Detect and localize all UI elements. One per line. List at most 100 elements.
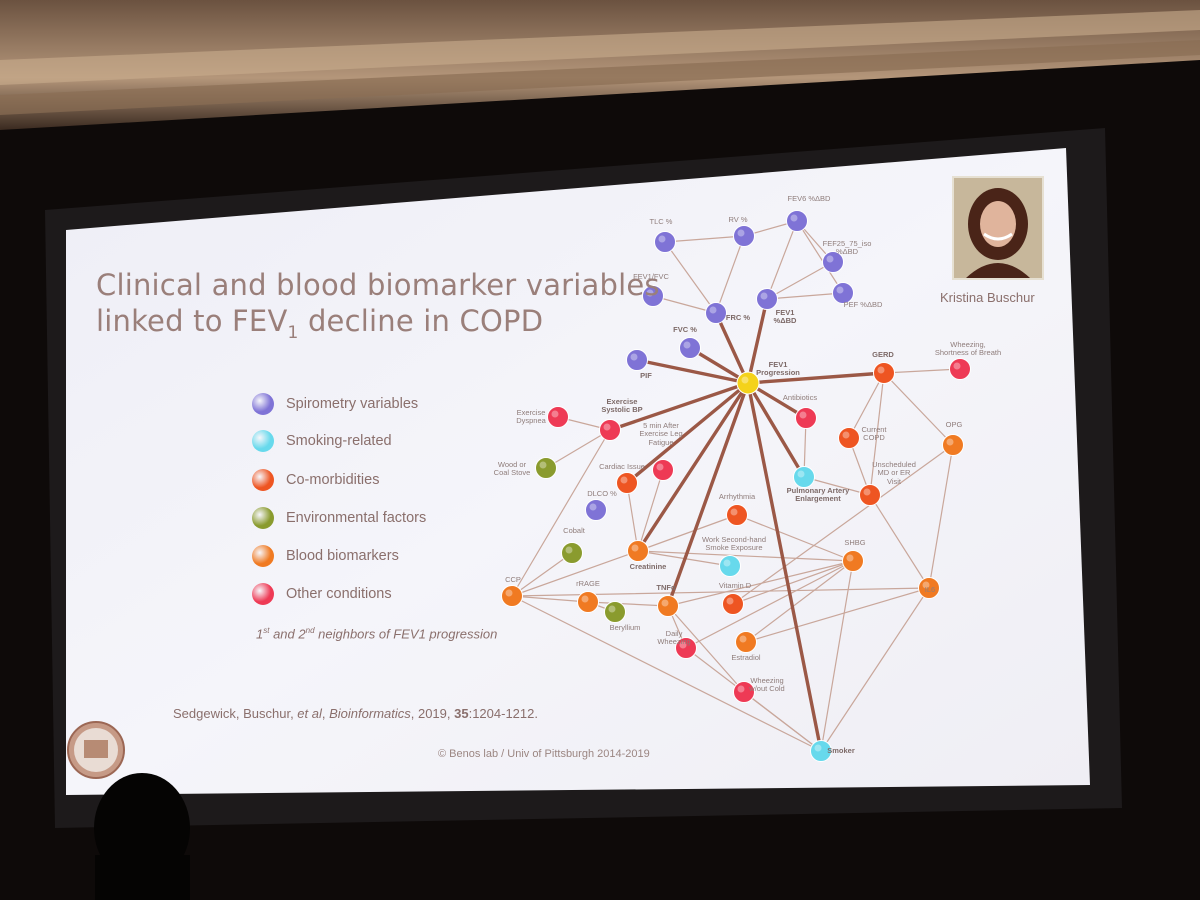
node-label-ccp: CCP <box>505 575 521 584</box>
legend-label-environmental: Environmental factors <box>286 510 427 526</box>
node-highlight-creatinine <box>631 544 639 552</box>
node-highlight-secondhand <box>723 559 731 567</box>
edge-fev1bd-pef <box>766 292 844 300</box>
node-fev1fvc <box>642 285 664 307</box>
node-label-fev6: FEV6 %ΔBD <box>787 194 831 203</box>
node-label-cardiac: Cardiac Issue <box>599 462 645 471</box>
citation: Sedgewick, Buschur, et al, Bioinformatic… <box>173 706 538 721</box>
edge-fev1prog-gerd <box>746 371 886 385</box>
node-highlight-fev6 <box>790 214 798 222</box>
node-label-rage: rRAGE <box>576 579 600 588</box>
edge-rv-frc <box>715 235 745 314</box>
node-unsched <box>859 484 881 506</box>
edge-cobalt-ccp <box>511 552 573 597</box>
university-seal <box>67 721 125 779</box>
node-label-secondhand: Work Second-hand Smoke Exposure <box>701 535 767 553</box>
legend-item-blood: Blood biomarkers <box>252 542 399 570</box>
edge-unsched-il6 <box>869 494 930 589</box>
citation-pages: :1204-1212. <box>468 706 538 721</box>
citation-volume: 35 <box>454 706 469 721</box>
node-label-wood: Wood or Coal Stove <box>493 460 531 478</box>
edge-arrhythmia-shbg <box>736 514 854 562</box>
node-label-frc: FRC % <box>725 313 751 322</box>
node-label-pef: PEF %ΔBD <box>843 300 883 309</box>
node-wood <box>535 457 557 479</box>
node-opg <box>942 434 964 456</box>
node-shbg <box>842 550 864 572</box>
edge-fev1prog-cardiac <box>625 381 750 485</box>
node-highlight-wood <box>539 461 547 469</box>
node-highlight-wheezsob <box>953 362 961 370</box>
legend-label-comorbidities: Co-morbidities <box>286 472 380 488</box>
node-wheezsob <box>949 358 971 380</box>
edge-legfatigue-creatinine <box>637 469 664 552</box>
edge-fef-fev1bd <box>766 261 834 300</box>
edge-shbg-smoker <box>820 560 854 752</box>
node-fef <box>822 251 844 273</box>
edge-exsbp-wood <box>545 429 611 469</box>
node-highlight-arrhythmia <box>730 508 738 516</box>
node-highlight-exdysp <box>551 410 559 418</box>
node-label-wheezcold: Wheezing w/out Cold <box>749 676 785 694</box>
node-label-vitd: Vitamin D <box>718 581 752 590</box>
node-rv <box>733 225 755 247</box>
audience-shoulders <box>95 855 190 900</box>
node-pef <box>832 282 854 304</box>
node-label-exsbp: Exercise Systolic BP <box>601 397 643 415</box>
node-label-arrhythmia: Arrhythmia <box>718 492 756 501</box>
speaker-photo <box>952 176 1044 280</box>
node-cardiac <box>616 472 638 494</box>
edge-fev1prog-smoker <box>746 381 823 753</box>
node-highlight-paenl <box>797 470 805 478</box>
speaker-name: Kristina Buschur <box>940 290 1035 305</box>
node-label-wheezsob: Wheezing, Shortness of Breath <box>934 340 1002 358</box>
node-label-legfatigue: 5 min After Exercise Leg Fatigue <box>639 421 683 447</box>
edge-fev6-pef <box>796 220 844 294</box>
edge-shbg-vitd <box>732 560 854 605</box>
legend-dot-other <box>252 583 274 605</box>
node-frc <box>705 302 727 324</box>
legend-label-spirometry: Spirometry variables <box>286 396 419 412</box>
node-highlight-vitd <box>726 597 734 605</box>
legend-dot-blood <box>252 545 274 567</box>
edge-tnfa-wheezcold <box>667 605 745 693</box>
node-highlight-currentcopd <box>842 431 850 439</box>
node-label-currentcopd: Current COPD <box>861 425 887 443</box>
edge-opg-vitd <box>732 444 954 605</box>
node-label-shbg: SHBG <box>844 538 866 547</box>
citation-journal: Bioinformatics <box>329 706 411 721</box>
citation-etal: et al <box>297 706 322 721</box>
node-highlight-fev1bd <box>760 292 768 300</box>
edge-fev1prog-creatinine <box>636 381 750 553</box>
legend-item-comorbidities: Co-morbidities <box>252 466 379 494</box>
edge-exsbp-ccp <box>511 429 611 597</box>
node-fev1prog <box>736 371 760 395</box>
edge-paenl-unsched <box>803 476 871 496</box>
edge-creatinine-arrhythmia <box>637 514 738 552</box>
node-label-rv: RV % <box>728 215 748 224</box>
node-highlight-beryllium <box>608 605 616 613</box>
note-sup1: st <box>263 626 270 635</box>
edge-fev1prog-exsbp <box>608 381 750 432</box>
edge-creatinine-ccp <box>511 550 639 597</box>
legend-dot-spirometry <box>252 393 274 415</box>
node-highlight-fev1prog <box>741 376 749 384</box>
node-highlight-cobalt <box>565 546 573 554</box>
node-highlight-fev1fvc <box>646 289 654 297</box>
slide-title-line2: linked to FEV1 decline in COPD <box>96 304 543 343</box>
node-highlight-il6 <box>922 581 930 589</box>
edge-wheezcold-smoker <box>743 691 822 752</box>
node-label-fef: FEF25_75_iso %ΔBD <box>822 239 872 257</box>
edge-opg-il6 <box>928 444 954 589</box>
edge-il6-smoker <box>820 587 930 752</box>
node-estradiol <box>735 631 757 653</box>
legend-label-other: Other conditions <box>286 586 392 602</box>
node-label-antibiotics: Antibiotics <box>782 393 818 402</box>
edge-gerd-unsched <box>869 372 885 496</box>
node-antibiotics <box>795 407 817 429</box>
node-label-fev1fvc: FEV1/FVC <box>633 272 669 281</box>
node-highlight-cardiac <box>620 476 628 484</box>
node-exsbp <box>599 419 621 441</box>
